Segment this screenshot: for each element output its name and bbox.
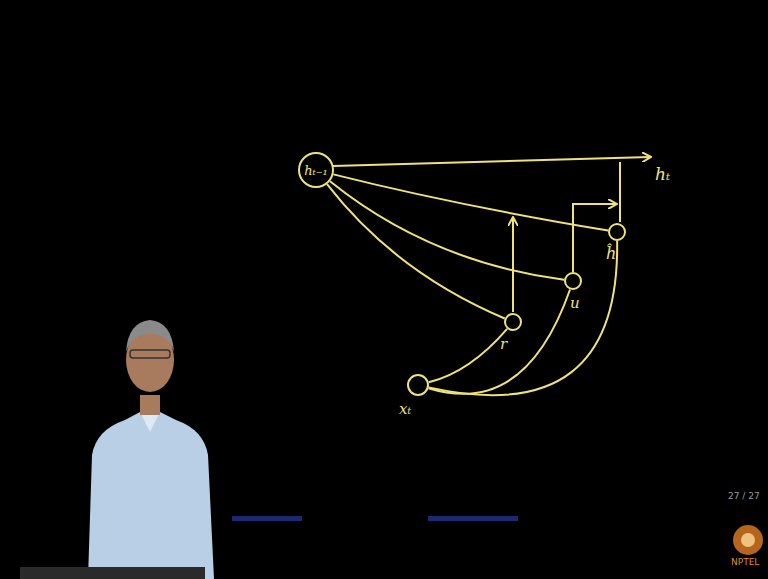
output-line: [333, 157, 650, 166]
nptel-logo: [733, 525, 763, 555]
gate-circle: r: [504, 313, 522, 331]
gate-circle: ĥ: [608, 223, 626, 241]
gate-circle: hₜ₋₁: [298, 152, 334, 188]
connector-curve: [429, 329, 507, 383]
presenter: [20, 320, 214, 579]
node-label: xₜ: [399, 402, 411, 417]
merge-line: [619, 162, 621, 222]
connector-curve: [429, 289, 571, 393]
node-label: r: [500, 337, 507, 352]
node-label: ĥ: [606, 246, 616, 262]
gate-arrow: [512, 218, 514, 312]
connector-curve: [429, 241, 617, 395]
connector-curve: [330, 181, 564, 280]
node-label: hₜ₋₁: [304, 164, 328, 177]
connector-curve: [333, 174, 608, 230]
footer-blur: [232, 516, 302, 521]
gate-circle: u: [564, 272, 582, 290]
slide-number: 27 / 27: [728, 492, 760, 501]
gate-circle: xₜ: [407, 374, 429, 396]
logo-text: NPTEL: [731, 558, 759, 567]
connector-curve: [327, 184, 505, 318]
node-label: u: [570, 296, 580, 311]
output-label: hₜ: [655, 166, 670, 183]
footer-blur: [428, 516, 518, 521]
